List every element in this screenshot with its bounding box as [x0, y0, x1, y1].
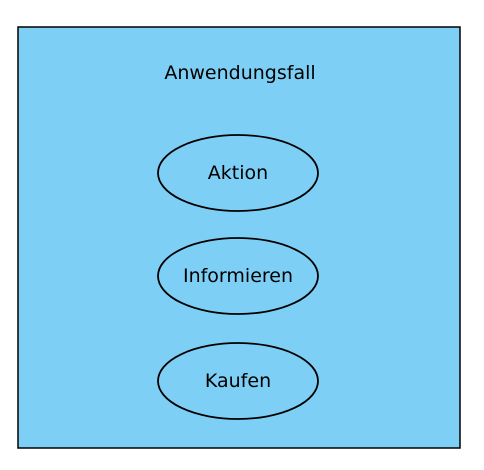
- use-case-label: Kaufen: [205, 370, 271, 392]
- use-case-label: Informieren: [183, 265, 293, 287]
- use-case-ellipse: [157, 342, 319, 420]
- use-case-ellipse: [157, 237, 319, 315]
- use-case-informieren: Informieren: [157, 237, 319, 315]
- use-case-kaufen: Kaufen: [157, 342, 319, 420]
- use-case-ellipse: [157, 134, 319, 212]
- system-boundary-title: Anwendungsfall: [164, 62, 315, 84]
- use-case-label: Aktion: [208, 162, 268, 184]
- use-case-aktion: Aktion: [157, 134, 319, 212]
